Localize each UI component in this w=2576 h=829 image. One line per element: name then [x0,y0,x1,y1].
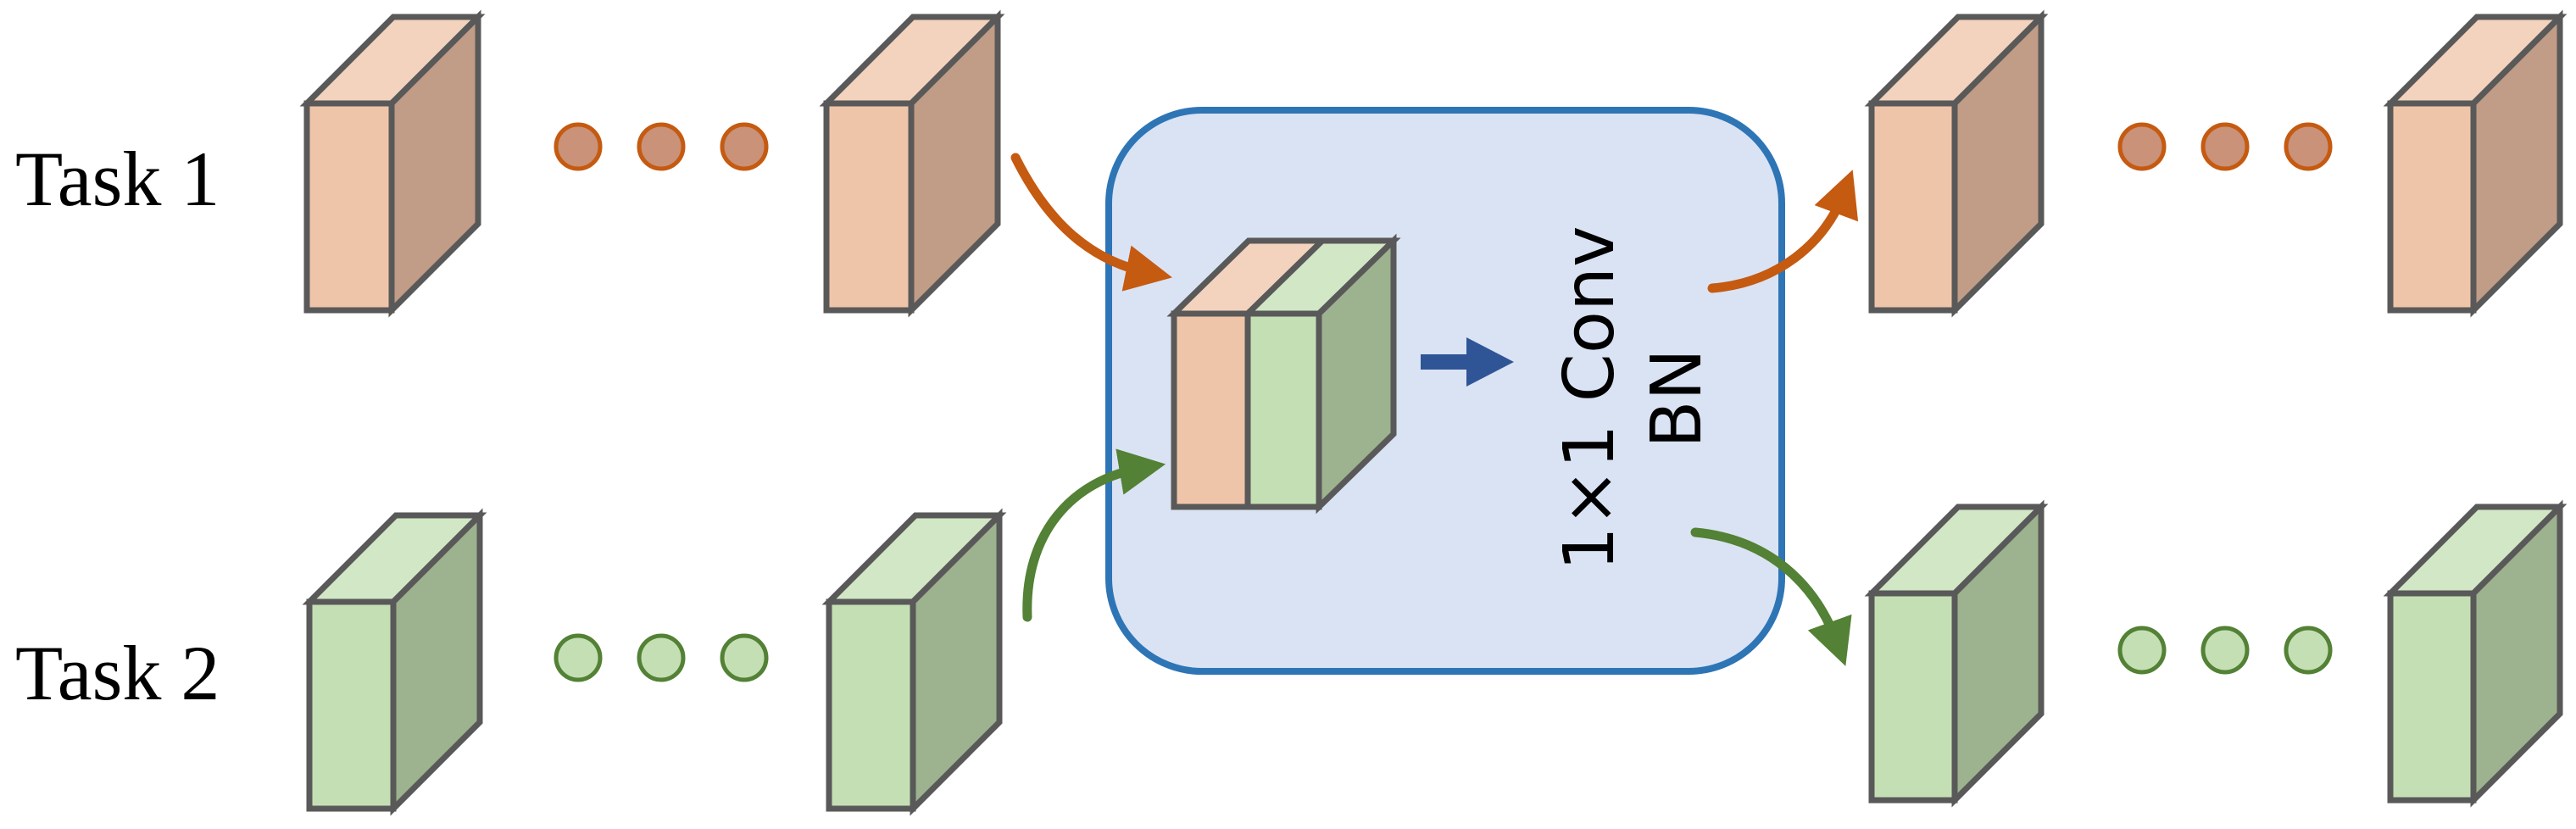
task2-feature-block-2 [821,508,1007,816]
task1-feature-block-2 [819,9,1005,318]
task1-ellipsis-dot-2 [637,122,686,171]
task1-feature-block-1 [299,9,486,318]
task1-ellipsis-dot-1 [554,122,603,171]
task1-output-ellipsis-dot-3 [2284,122,2333,171]
task1-label: Task 1 [15,136,220,222]
conv-label: 1×1 Conv [1549,225,1630,570]
task2-ellipsis-dot-2 [637,633,686,682]
task2-input-arrow [1022,448,1166,622]
task2-output-arrow [1690,527,1852,666]
conv-arrow-icon [1421,337,1514,387]
task2-output-block-2 [2383,499,2568,808]
task1-output-ellipsis-dot-1 [2117,122,2167,171]
task2-output-ellipsis-dot-2 [2200,626,2250,675]
task1-output-block-2 [2383,9,2568,318]
task2-output-ellipsis-dot-3 [2284,626,2333,675]
task2-ellipsis-dot-3 [720,633,769,682]
task2-label: Task 2 [15,630,220,716]
concatenated-feature-block [1166,233,1401,515]
task2-ellipsis-dot-1 [554,633,603,682]
task2-output-block-1 [1864,499,2049,808]
bn-label: BN [1637,348,1717,448]
task1-input-arrow [1010,153,1172,292]
task1-output-block-1 [1864,9,2049,318]
task1-ellipsis-dot-3 [720,122,769,171]
task1-output-ellipsis-dot-2 [2200,122,2250,171]
task2-feature-block-1 [302,508,487,816]
task1-output-arrow [1707,170,1859,293]
task2-output-ellipsis-dot-1 [2117,626,2167,675]
